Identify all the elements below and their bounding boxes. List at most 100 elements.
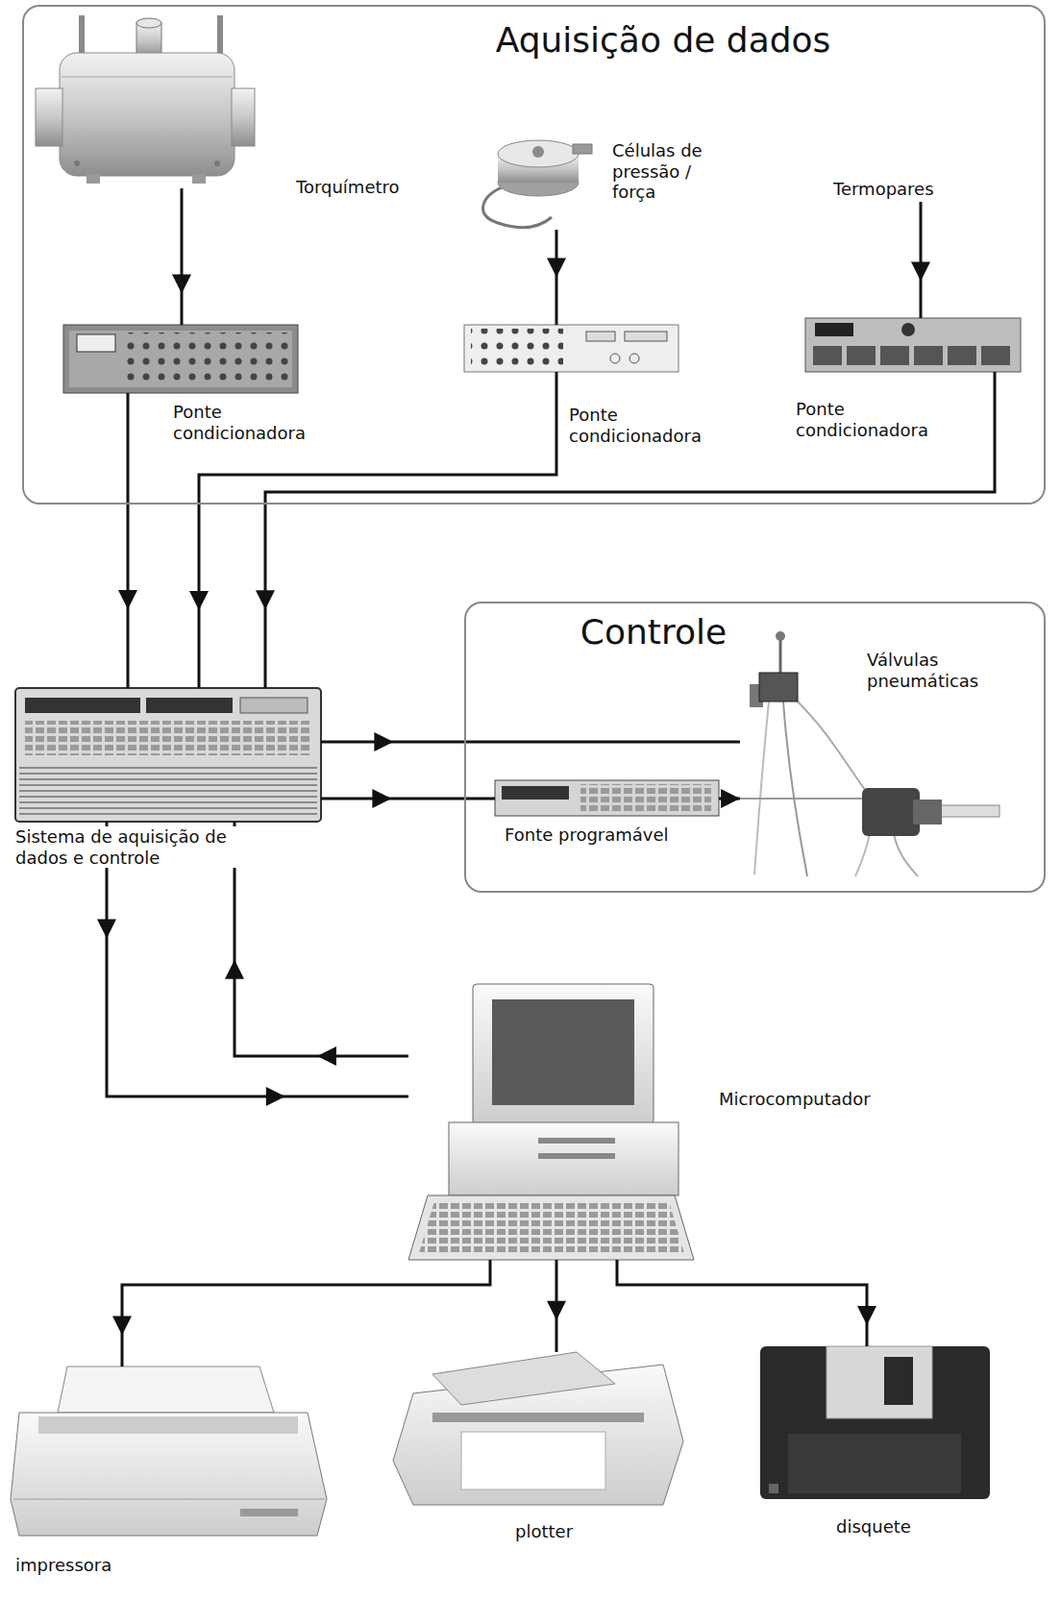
torque-meter-picture [35,15,255,184]
conditioner-bridge: Ponte condicionadora [805,318,1021,372]
conditioner-picture-part [464,324,679,372]
valve-picture-part [759,672,798,702]
connector-arrow [616,1259,877,1347]
printer-picture-part [57,1366,274,1413]
conditioner-picture-part [846,345,876,366]
conditioner-picture-part [470,328,564,368]
pressure-cell-picture [483,140,593,228]
acquisition-unit-picture-part [19,764,318,817]
device-label: Fonte programável [504,824,669,846]
conditioner-picture-part [69,330,293,388]
acquisition-unit-picture [15,688,321,822]
torque-meter-picture-part [74,160,80,167]
valve-picture-part [740,797,863,800]
connector-arrow [320,732,741,752]
connector-arrow [546,1259,567,1353]
conditioner-picture-part [981,345,1011,366]
valve-picture-part [783,701,808,877]
arrowhead [911,262,931,282]
acquisition-unit-picture-part [15,688,321,822]
conditioner-picture-part [813,345,842,366]
arrowhead [189,591,209,611]
conditioner-bridge: Ponte condicionadora [464,324,679,372]
floppy-picture-part [768,1483,779,1494]
arrowhead [224,960,245,980]
acquisition-unit: Sistema de aquisição de dados e controle [15,688,321,822]
valve-picture-part [939,805,1000,817]
region-title: Controle [580,611,727,653]
connector-arrow [255,371,995,689]
device-label: Células de pressão / força [612,140,733,203]
arrowhead [112,1316,132,1336]
valve-picture-part [775,631,786,642]
thermocouple: Termopares [831,176,937,202]
torque-meter: Torquímetro [35,15,255,189]
acquisition-unit-picture-part [146,697,233,714]
connector-arrow [320,789,495,809]
plotter-picture-part [432,1352,616,1406]
torque-meter-picture-part [231,88,255,147]
torque-meter-picture-part [192,173,206,184]
arrowhead [371,789,392,809]
conditioner-picture-part [126,332,291,383]
acquisition-unit-picture-part [24,697,141,714]
arrowhead [373,732,394,752]
valve-picture-part [793,697,865,790]
programmable-source: Fonte programável [494,780,719,816]
floppy-picture-part [884,1357,913,1406]
connector-line [198,371,557,689]
conditioner-picture-part [814,322,854,337]
arrowhead [720,789,741,809]
computer-picture-part [408,1195,694,1260]
conditioner-picture-part [624,331,667,342]
valve-picture-part [779,638,783,673]
device-label: Válvulas pneumáticas [866,649,1012,691]
arrowhead [546,1301,567,1321]
printer-picture-part [10,1412,327,1536]
connector-arrow [172,188,192,325]
programmable-source-picture-part [501,786,569,800]
programmable-source-picture-part [494,780,719,816]
device-label: Ponte condicionadora [568,404,738,446]
region-panel: Válvulas pneumáticasFonte programável Con… [464,601,1046,893]
device-label: Microcomputador [718,1088,871,1111]
floppy-picture-part [788,1433,962,1494]
connector-arrow [189,371,557,689]
floppy-picture-part [826,1346,933,1419]
torque-meter-picture-part [136,18,162,28]
connector-line [126,393,130,689]
conditioner-picture-part [901,322,915,337]
computer-picture-part [448,1122,679,1196]
connector-arrow [546,229,567,325]
pressure-cell-picture-part [497,140,579,168]
programmable-source-picture-part [580,784,712,812]
plotter-picture [393,1352,684,1506]
device-label: Termopares [833,178,935,200]
floppy-picture [760,1346,990,1500]
printer-picture-part [13,1499,325,1501]
plotter-picture-part [461,1431,606,1490]
valve-picture-part [862,788,920,837]
arrowhead [546,258,567,278]
conditioner-picture-part [63,324,298,394]
computer-picture-part [492,999,635,1106]
torque-meter-picture-part [86,173,100,184]
conditioner-picture-part [586,331,616,342]
connector-line [234,821,409,1057]
arrowhead [118,590,138,610]
conditioner-bridge: Ponte condicionadora [63,324,298,394]
floppy-disk: disquete [760,1346,990,1500]
conditioner-picture-part [880,345,910,366]
conditioner-picture-part [629,353,640,364]
torque-meter-picture-part [214,160,221,167]
printer: impressora [10,1366,327,1536]
device-label: plotter [515,1521,573,1543]
pressure-cell-picture-part [572,144,593,154]
connector-line [616,1259,867,1347]
connector-arrow [718,789,741,809]
pneumatic-valve: Válvulas pneumáticas [740,624,1010,880]
arrowhead [97,919,117,939]
valve-picture-part [754,701,769,875]
